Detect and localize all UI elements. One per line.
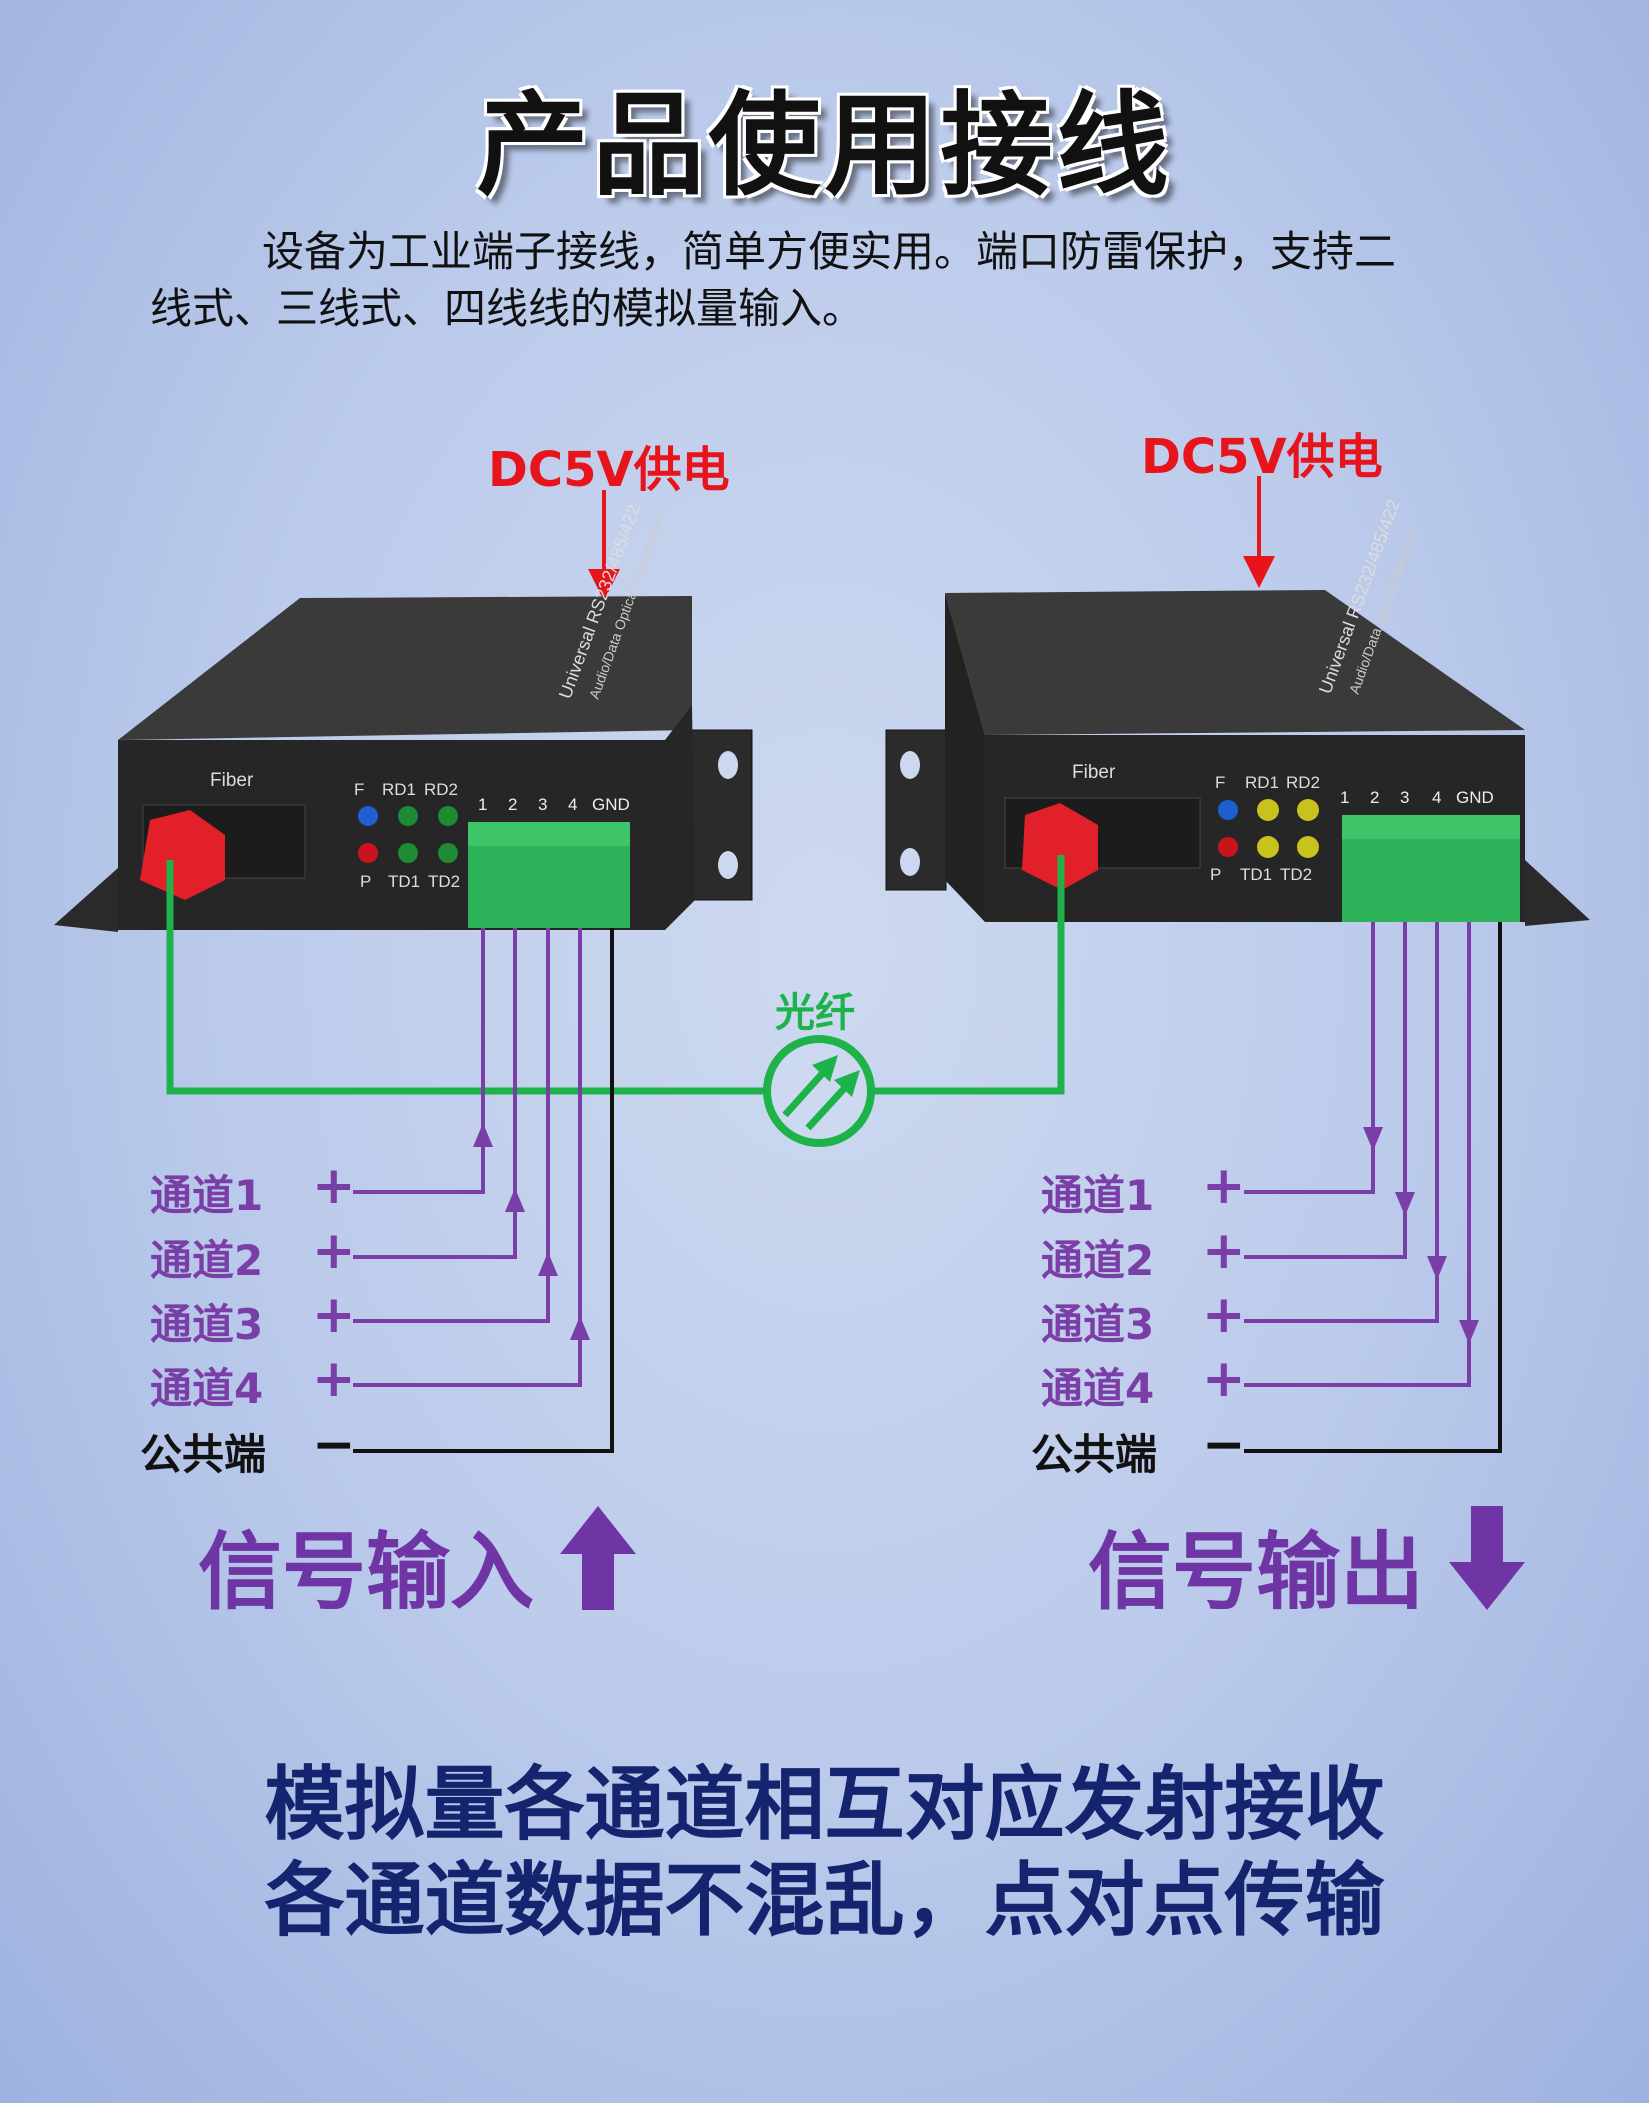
fiber-connector-icon: [140, 810, 225, 900]
svg-text:GND: GND: [1456, 788, 1494, 807]
led-td1: [398, 843, 418, 863]
plus-terminal-sign: +: [1202, 1349, 1246, 1409]
receiver-device: Universal RS232/485/422 Audio/Data Optic…: [885, 497, 1590, 926]
arrow-up-icon: [558, 1506, 638, 1614]
common-label: 公共端: [1031, 1430, 1158, 1479]
svg-text:TD2: TD2: [1280, 865, 1312, 884]
svg-text:4: 4: [568, 795, 577, 814]
svg-text:TD1: TD1: [1240, 865, 1272, 884]
svg-text:1: 1: [1340, 788, 1349, 807]
summary-line-1: 模拟量各通道相互对应发射接收: [264, 1758, 1385, 1851]
signal-output-label: 信号输出: [1088, 1523, 1425, 1621]
svg-text:3: 3: [538, 795, 547, 814]
led-rd1: [398, 806, 418, 826]
input-direction-arrow-3: [538, 1252, 558, 1276]
plus-terminal-sign: +: [1202, 1221, 1246, 1281]
svg-text:3: 3: [1400, 788, 1409, 807]
description-line-1: 设备为工业端子接线，简单方便实用。端口防雷保护，支持二: [262, 227, 1397, 276]
power-label-right: DC5V供电: [1141, 429, 1383, 485]
input-direction-arrow-2: [505, 1188, 525, 1212]
channel-label: 通道4: [1041, 1364, 1155, 1413]
input-wire-common: [353, 928, 614, 1453]
power-label-left: DC5V供电: [488, 442, 730, 498]
fiber-label: 光纤: [775, 990, 855, 1036]
output-wire-common: [1244, 922, 1502, 1453]
svg-text:2: 2: [1370, 788, 1379, 807]
led-p: [358, 843, 378, 863]
fiber-connector-icon: [1022, 803, 1098, 890]
channel-label: 通道1: [150, 1171, 264, 1220]
svg-text:1: 1: [478, 795, 487, 814]
input-direction-arrow-1: [473, 1123, 493, 1147]
channel-label: 通道1: [1041, 1171, 1155, 1220]
output-wire-channel-1: [1244, 922, 1375, 1194]
output-wire-channel-2: [1244, 922, 1407, 1259]
svg-text:RD1: RD1: [382, 780, 416, 799]
fiber-link-icon: [763, 1035, 875, 1147]
channel-label: 通道2: [1041, 1236, 1155, 1285]
led-td2: [438, 843, 458, 863]
input-wire-channel-1: [353, 928, 485, 1194]
svg-text:Fiber: Fiber: [1072, 762, 1116, 783]
svg-text:F: F: [354, 780, 364, 799]
plus-terminal-sign: +: [1202, 1285, 1246, 1345]
fiber-cable: [166, 855, 1065, 1095]
minus-terminal-sign: −: [312, 1415, 356, 1475]
input-wire-channel-4: [353, 928, 582, 1387]
svg-text:RD2: RD2: [424, 780, 458, 799]
output-direction-arrow-2: [1395, 1192, 1415, 1216]
minus-terminal-sign: −: [1202, 1415, 1246, 1475]
svg-text:GND: GND: [592, 795, 630, 814]
page-title: 产品使用接线: [476, 81, 1173, 211]
plus-terminal-sign: +: [312, 1285, 356, 1345]
plus-terminal-sign: +: [312, 1349, 356, 1409]
signal-wires: [353, 922, 1502, 1453]
svg-text:TD2: TD2: [428, 872, 460, 891]
svg-text:RD2: RD2: [1286, 773, 1320, 792]
description-line-2: 线式、三线式、四线线的模拟量输入。: [150, 284, 865, 333]
fiber-port-label: Fiber: [210, 770, 254, 791]
svg-text:P: P: [1210, 865, 1221, 884]
output-wire-channel-3: [1244, 922, 1439, 1323]
summary-line-2: 各通道数据不混乱，点对点传输: [264, 1854, 1385, 1947]
common-label: 公共端: [140, 1430, 267, 1479]
svg-text:2: 2: [508, 795, 517, 814]
svg-text:TD1: TD1: [388, 872, 420, 891]
arrow-down-icon: [1447, 1506, 1527, 1614]
channel-label: 通道4: [150, 1364, 264, 1413]
signal-input-label: 信号输入: [198, 1523, 535, 1621]
svg-text:RD1: RD1: [1245, 773, 1279, 792]
plus-terminal-sign: +: [312, 1221, 356, 1281]
led-f: [358, 806, 378, 826]
output-direction-arrow-3: [1427, 1256, 1447, 1280]
plus-terminal-sign: +: [1202, 1156, 1246, 1216]
svg-text:4: 4: [1432, 788, 1441, 807]
svg-text:P: P: [360, 872, 371, 891]
led-rd2: [438, 806, 458, 826]
transmitter-device: Universal RS232/485/422 Audio/Data Optic…: [54, 502, 753, 932]
output-direction-arrow-4: [1459, 1320, 1479, 1344]
plus-terminal-sign: +: [312, 1156, 356, 1216]
input-direction-arrow-4: [570, 1316, 590, 1340]
input-wire-channel-3: [353, 928, 550, 1323]
output-direction-arrow-1: [1363, 1127, 1383, 1151]
channel-label: 通道2: [150, 1236, 264, 1285]
channel-label: 通道3: [1041, 1300, 1155, 1349]
svg-text:F: F: [1215, 773, 1225, 792]
channel-label: 通道3: [150, 1300, 264, 1349]
output-wire-channel-4: [1244, 922, 1471, 1387]
input-wire-channel-2: [353, 928, 517, 1259]
